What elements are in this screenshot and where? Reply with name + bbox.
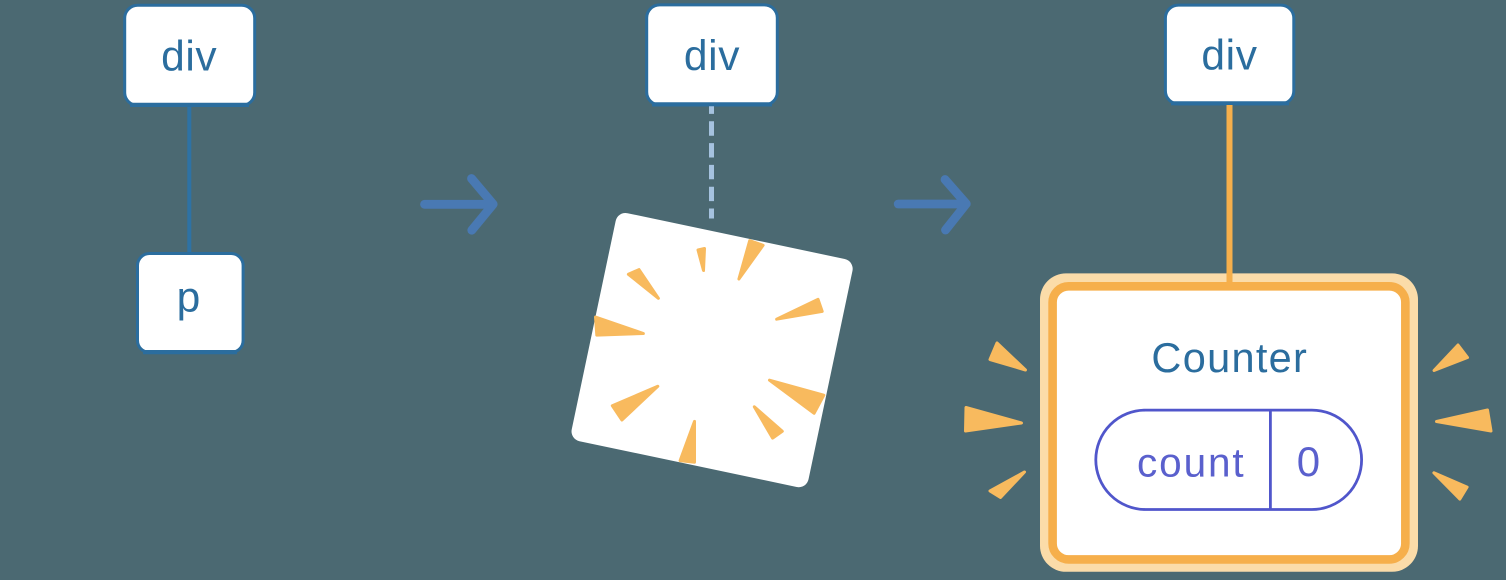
- svg-text:div: div: [684, 33, 740, 80]
- svg-text:div: div: [1201, 33, 1257, 80]
- svg-text:Counter: Counter: [1151, 334, 1308, 381]
- svg-text:p: p: [177, 274, 201, 321]
- svg-text:count: count: [1137, 440, 1246, 486]
- svg-text:0: 0: [1297, 438, 1320, 485]
- svg-text:div: div: [161, 33, 217, 80]
